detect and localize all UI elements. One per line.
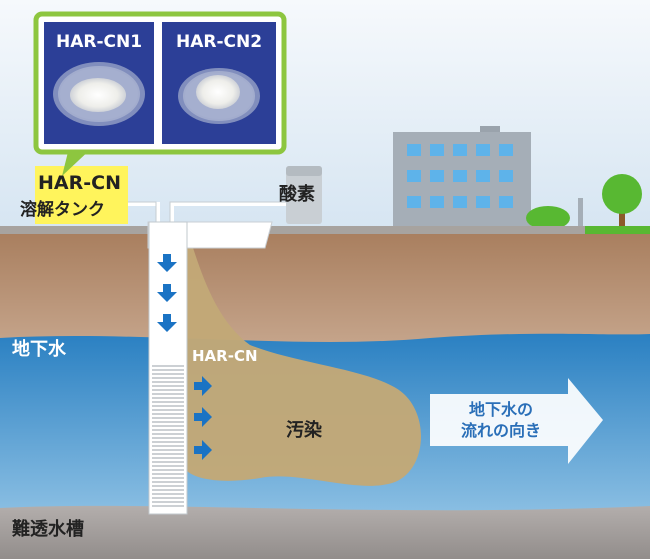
contamination-label: 汚染 [286,420,322,441]
aquitard-layer [0,505,650,559]
down-arrow-1 [157,254,177,272]
oxygen-label: 酸素 [279,184,315,205]
powder-sample-2 [196,75,240,109]
sample2-label: HAR-CN2 [175,32,263,52]
dissolution-tank [35,166,128,224]
grass [585,226,650,236]
injection-label: HAR-CN [192,347,258,365]
down-arrow-3 [157,314,177,332]
tank-label-product: HAR-CN [38,172,121,194]
side-arrow-2 [194,407,212,427]
down-arrow-2 [157,284,177,302]
side-arrow-3 [194,440,212,460]
bush [526,206,570,230]
aquitard-label: 難透水槽 [12,519,84,540]
product-callout [33,11,287,176]
utility-pole [578,198,583,228]
flow-direction-label: 地下水の 流れの向き [442,399,560,441]
flow-direction-line2: 流れの向き [460,421,541,440]
topsoil-layer [0,234,650,352]
ground-surface [0,226,650,234]
building [393,126,531,228]
flow-direction-arrow [430,378,603,464]
tank-label-name: 溶解タンク [20,200,105,220]
sample1-label: HAR-CN1 [55,32,143,52]
side-arrow-1 [194,376,212,396]
flow-direction-line1: 地下水の [468,400,533,419]
groundwater-label: 地下水 [12,339,66,360]
well-screen [152,365,184,507]
powder-sample-1 [70,78,126,112]
oxygen-cylinder [286,166,322,224]
contaminant-plume [186,232,422,486]
tree [602,174,642,228]
